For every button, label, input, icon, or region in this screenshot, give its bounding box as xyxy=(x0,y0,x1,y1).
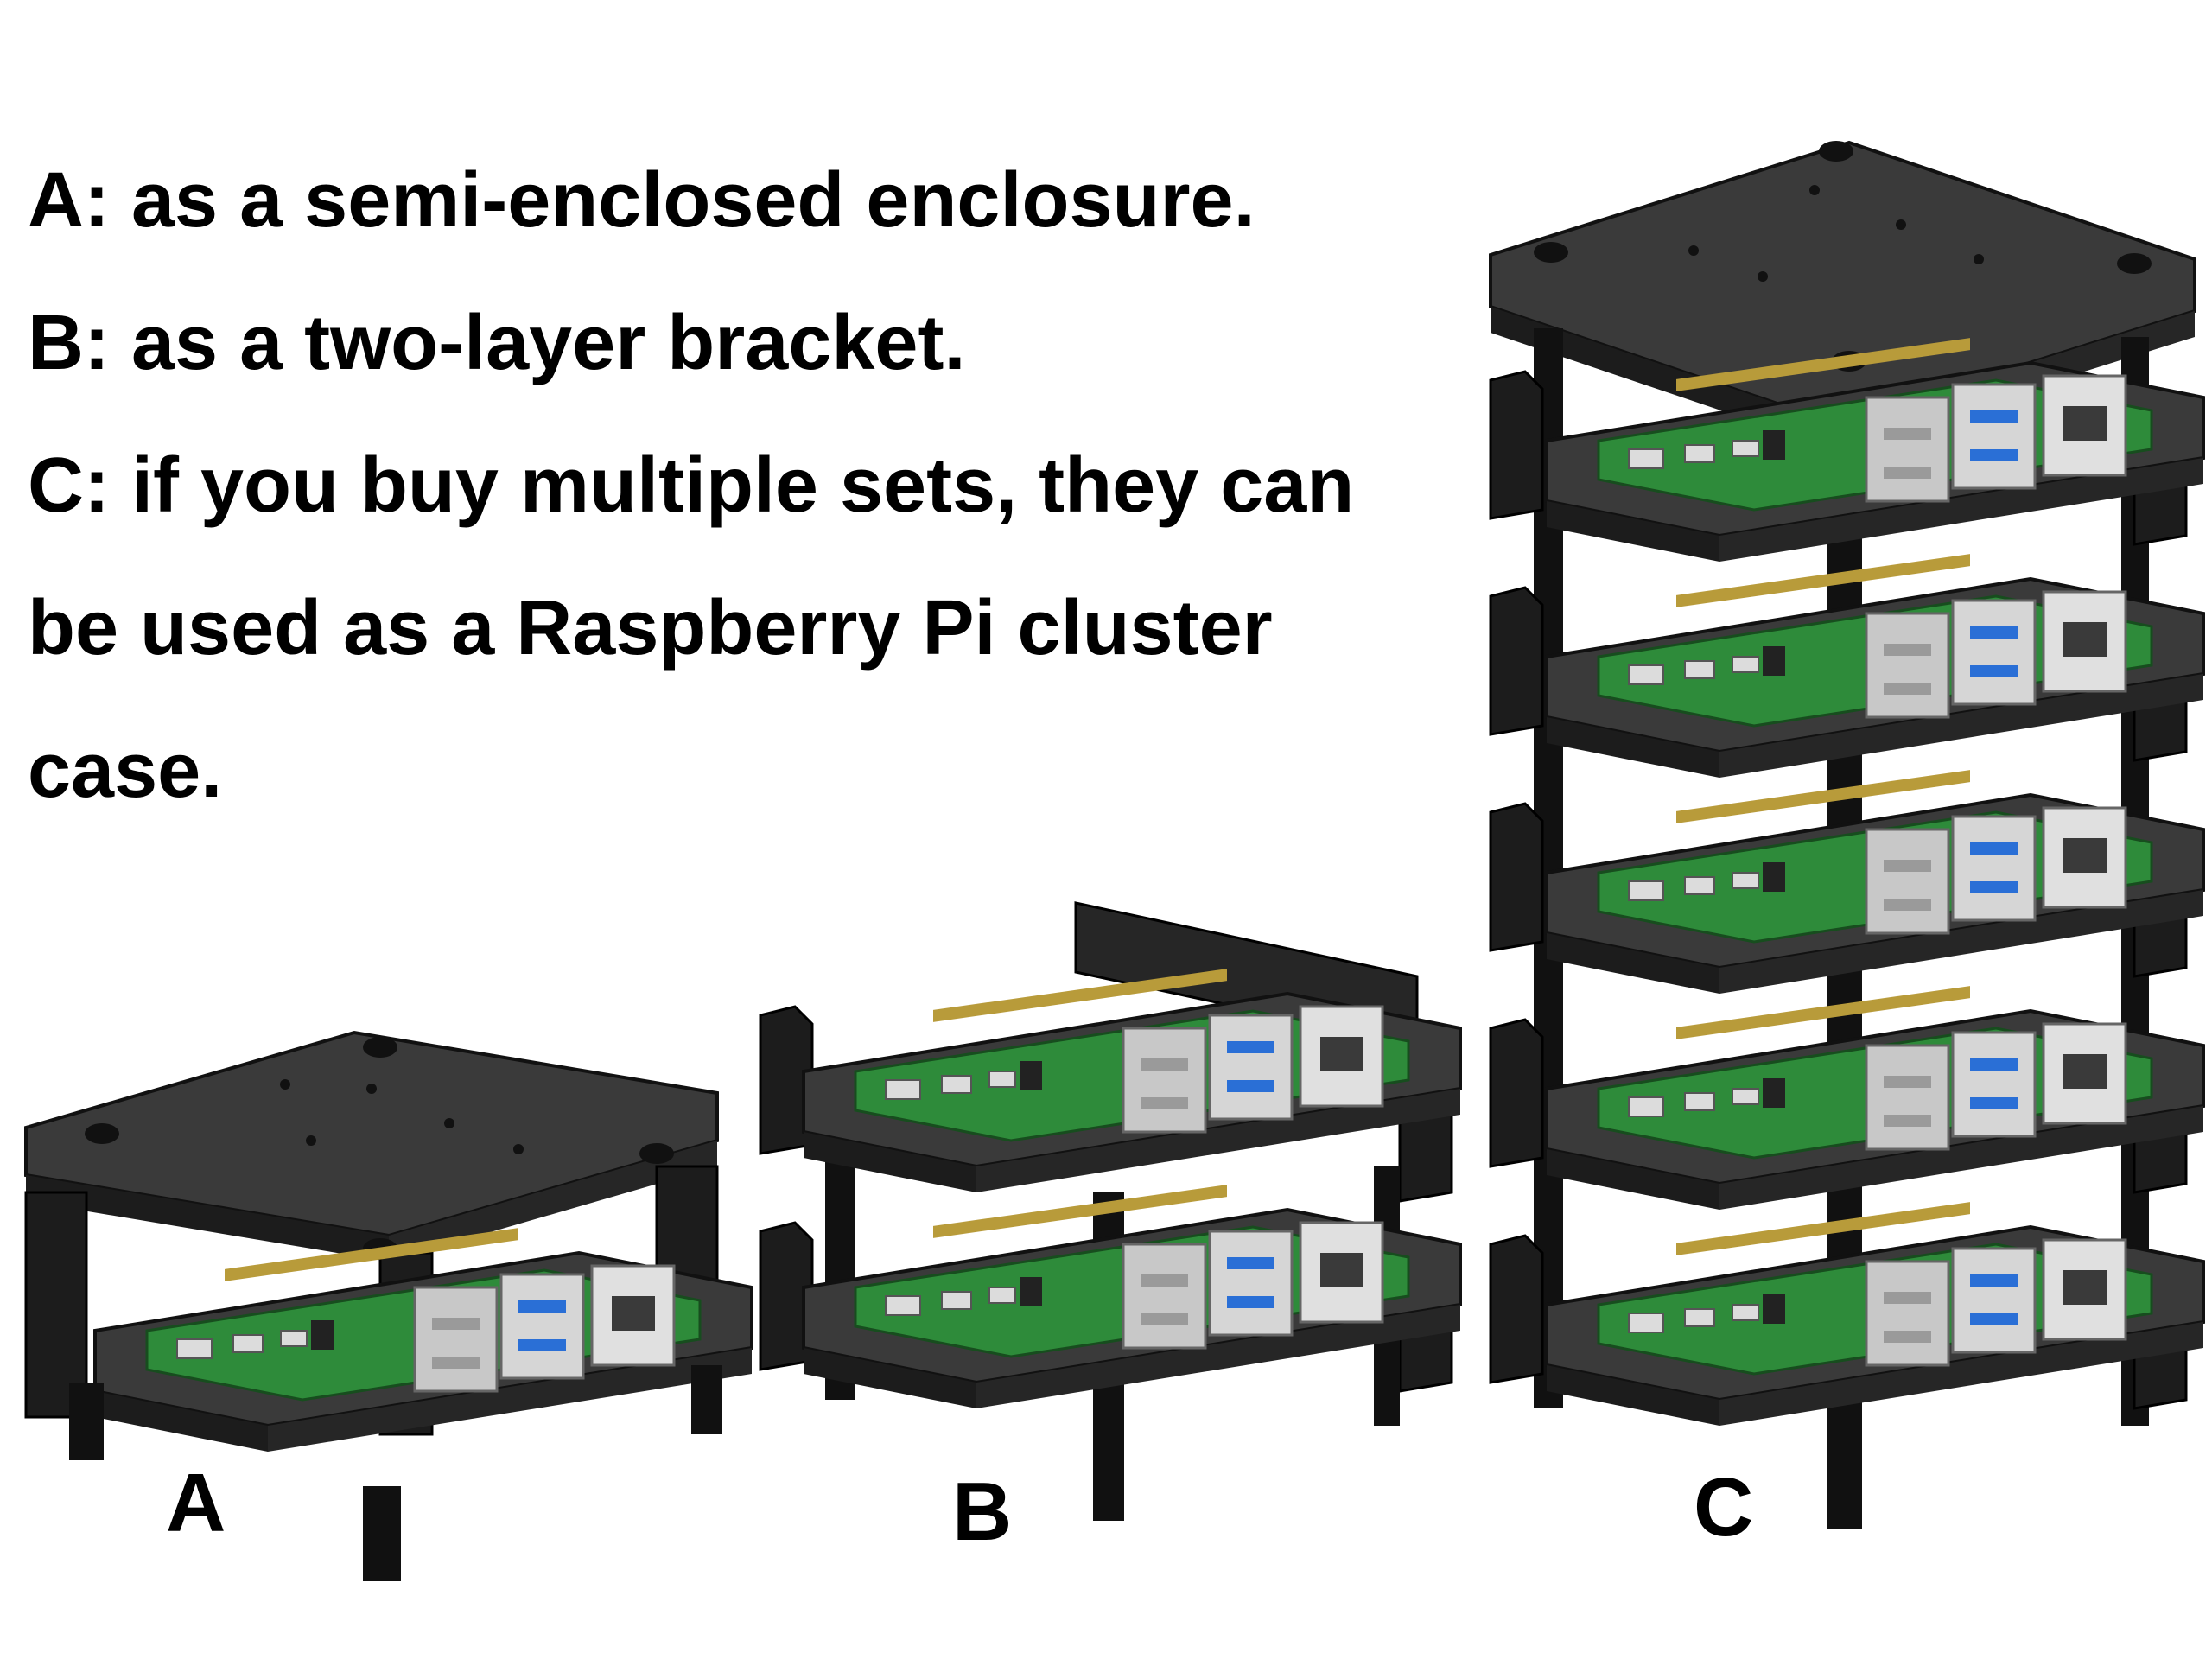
illustration-b xyxy=(759,901,1462,1521)
label-c: C xyxy=(1694,1461,1754,1554)
caption-line-c: C: if you buy multiple sets, they can xyxy=(28,442,1355,529)
caption-line-a: A: as a semi-enclosed enclosure. xyxy=(28,157,1255,244)
caption-line-b: B: as a two-layer bracket. xyxy=(28,300,966,386)
illustration-a xyxy=(24,1030,753,1581)
label-b: B xyxy=(952,1465,1013,1558)
usage-caption: A: as a semi-enclosed enclosure. B: as a… xyxy=(28,130,1462,842)
illustration-c xyxy=(1489,140,2205,1529)
caption-line-c-end: case. xyxy=(28,728,223,814)
label-a: A xyxy=(166,1457,226,1549)
caption-line-c-cont: be used as a Raspberry Pi cluster xyxy=(28,585,1273,671)
